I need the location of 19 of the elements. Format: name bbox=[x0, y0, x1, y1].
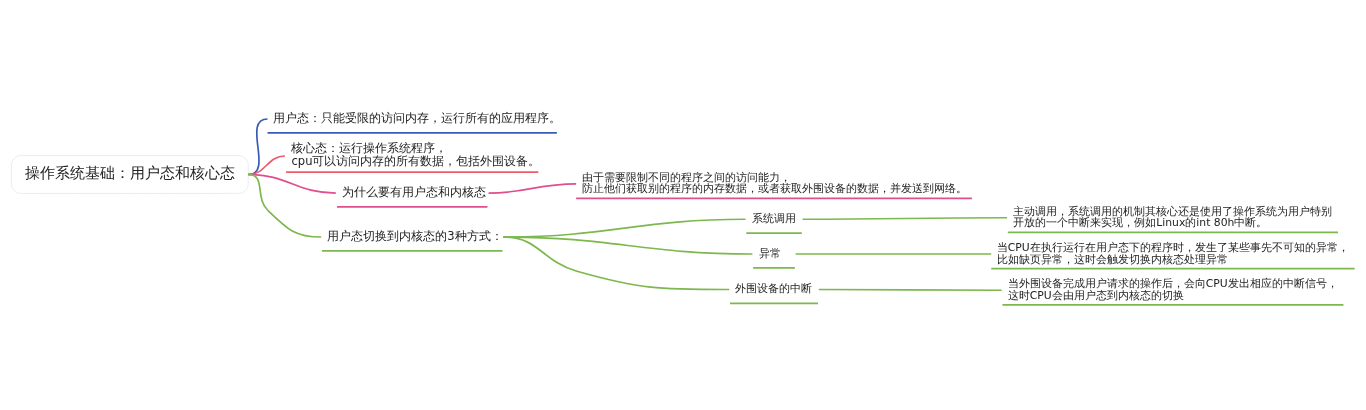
connector bbox=[247, 173, 322, 238]
node-text: 当外围设备完成用户请求的操作后，会向CPU发出相应的中断信号，这时CPU会由用户态到内核态的切换 bbox=[1007, 277, 1338, 302]
node-text: 主动调用，系统调用的机制其核心还是使用了操作系统为用户特别开放的一个中断来实现，例如Linux的int 80h中断。 bbox=[1013, 204, 1333, 230]
node-text: 当CPU在执行运行在用户态下的程序时，发生了某些事先不可知的异常，比如缺页异常，这时会触发切换内核态处理异常 bbox=[996, 241, 1349, 266]
node-text: 外围设备的中断 bbox=[735, 282, 813, 296]
node-text: 系统调用 bbox=[751, 212, 796, 226]
connector bbox=[817, 288, 1003, 292]
connector bbox=[801, 216, 1008, 221]
node-text: 为什么要有用户态和内核态 bbox=[342, 184, 487, 199]
connector bbox=[794, 253, 993, 255]
connector bbox=[502, 236, 731, 291]
node-text: 异常 bbox=[758, 246, 781, 260]
node-text: 用户态：只能受限的访问内存，运行所有的应用程序。 bbox=[272, 110, 561, 125]
node-text: 由于需要限制不同的程序之间的访问能力，防止他们获取别的程序的内存数据，或者获取外围设备的数据，并发送到网络。 bbox=[581, 170, 967, 196]
node-box: 操作系统基础：用户态和核心态 bbox=[11, 155, 249, 194]
node-text: 核心态：运行操作系统程序，cpu可以访问内存的所有数据，包括外围设备。 bbox=[291, 141, 541, 169]
node-text: 用户态切换到内核态的3种方式： bbox=[327, 228, 503, 243]
connector bbox=[247, 155, 286, 176]
connector bbox=[487, 182, 577, 194]
